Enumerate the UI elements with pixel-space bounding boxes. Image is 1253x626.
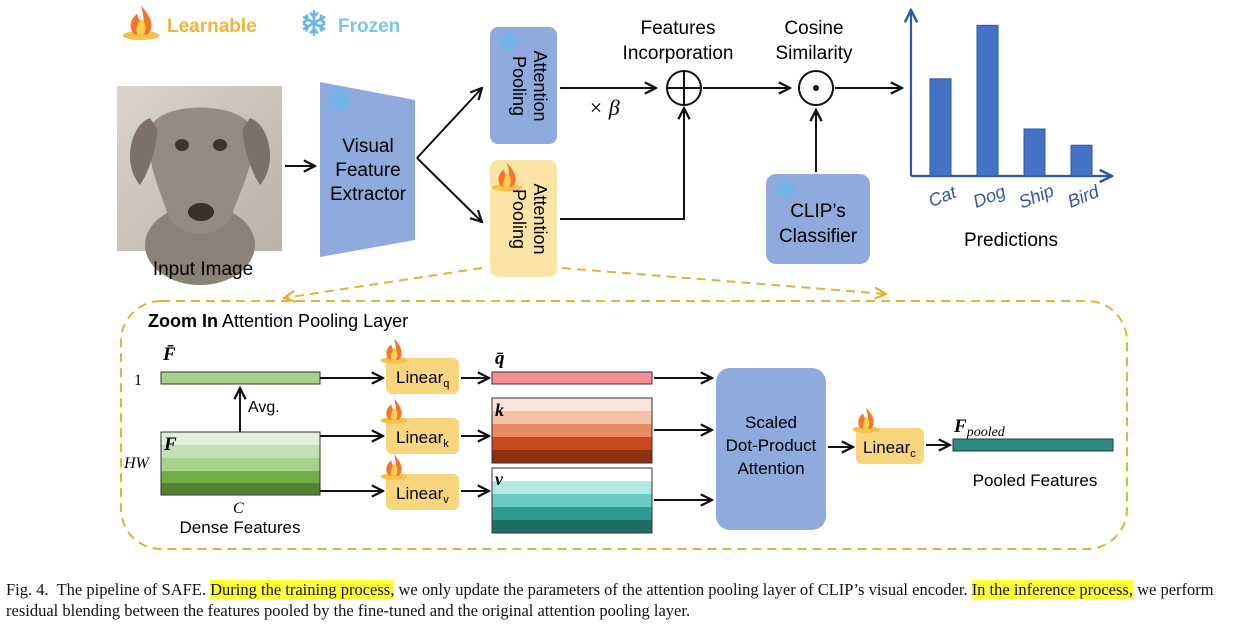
predictions-chart: Cat Dog Ship Bird	[911, 10, 1112, 212]
zoom-box	[120, 300, 1128, 550]
bar-bird	[1070, 144, 1093, 177]
learnable-pooling-label-2: Pooling	[509, 189, 529, 249]
sdpa-label-1: Scaled	[745, 413, 797, 432]
features-incorporation-label-1: Features	[641, 18, 716, 39]
qbar-label: q̄	[495, 348, 505, 369]
input-image-label: Input Image	[153, 259, 253, 280]
zoom-connector-left	[284, 267, 483, 298]
category-label-cat: Cat	[926, 182, 960, 211]
fbar-vector	[160, 371, 321, 385]
bar-cat	[929, 78, 952, 177]
legend-frozen: Frozen	[338, 16, 400, 37]
row-count-label: 1	[134, 372, 142, 389]
extractor-label-2: Feature	[335, 160, 400, 181]
learnable-pooling-label-1: Attention	[530, 183, 550, 254]
linear-c-box	[856, 428, 924, 464]
sdpa-label-3: Attention	[737, 459, 804, 478]
cosine-label-1: Cosine	[784, 18, 843, 39]
v-label: v	[495, 469, 504, 489]
linear-k-box	[386, 418, 459, 454]
snowflake-icon	[302, 10, 326, 36]
extractor-label-1: Visual	[342, 136, 393, 157]
category-label-dog: Dog	[970, 181, 1008, 212]
input-image	[117, 86, 282, 285]
frozen-pooling-label-2: Pooling	[509, 56, 529, 116]
clip-classifier-label-1: CLIP’s	[790, 201, 846, 222]
flame-icon	[380, 338, 408, 364]
cosine-label-2: Similarity	[775, 43, 853, 64]
predictions-title: Predictions	[964, 230, 1058, 251]
category-label-bird: Bird	[1065, 181, 1103, 212]
dense-features-label: Dense Features	[180, 518, 301, 537]
linear-k-label: Lineark	[396, 428, 449, 450]
f-label: F	[163, 434, 177, 455]
caption-highlight-1: During the training process,	[210, 580, 395, 599]
flame-icon	[380, 454, 408, 480]
frozen-attention-pooling	[490, 27, 557, 144]
caption-text-2: we only update the parameters of the att…	[394, 580, 972, 599]
arrow-learnable-to-plus	[560, 108, 684, 220]
features-incorporation-label-2: Incorporation	[623, 43, 734, 64]
c-label: C	[233, 500, 244, 517]
k-matrix	[491, 397, 653, 464]
zoom-connector-right	[561, 267, 886, 294]
arrow-to-frozen-pooling	[416, 88, 482, 159]
hw-label: HW	[123, 455, 151, 472]
caption-text-3: we perform residual blending between the…	[6, 580, 1214, 620]
v-matrix	[491, 467, 653, 534]
flame-icon	[122, 5, 160, 41]
beta-label: × β	[588, 95, 619, 120]
sdpa-label-2: Dot-Product	[726, 436, 817, 455]
linear-v-label: Linearv	[396, 484, 449, 506]
caption-highlight-2: In the inference process,	[971, 580, 1133, 599]
legend-learnable: Learnable	[167, 16, 257, 37]
scaled-dot-product-attention	[716, 368, 826, 530]
visual-feature-extractor	[320, 82, 415, 257]
pooled-features-label: Pooled Features	[973, 471, 1098, 490]
linear-c-label: Linearc	[863, 438, 916, 460]
clip-classifier-label-2: Classifier	[779, 226, 858, 247]
linear-v-box	[386, 474, 459, 510]
dense-features-matrix	[160, 431, 321, 496]
legend: Learnable Frozen	[122, 5, 400, 41]
figure-caption: Fig. 4. The pipeline of SAFE. During the…	[6, 579, 1246, 621]
flame-icon	[852, 407, 880, 433]
caption-prefix: Fig. 4.	[6, 580, 49, 599]
caption-text-1: The pipeline of SAFE.	[48, 580, 211, 599]
pipeline-diagram: Learnable Frozen Input Image Visual Feat…	[117, 5, 1128, 550]
avg-label: Avg.	[248, 399, 280, 416]
category-label-ship: Ship	[1016, 180, 1057, 212]
linear-q-label: Linearq	[396, 368, 449, 390]
extractor-label-3: Extractor	[330, 184, 407, 205]
arrow-to-learnable-pooling	[416, 157, 482, 222]
cosine-similarity-op	[798, 70, 834, 106]
flame-icon	[380, 398, 408, 424]
bar-dog	[976, 24, 999, 177]
fpooled-label: Fpooled	[953, 416, 1006, 440]
clip-classifier	[766, 174, 870, 264]
k-label: k	[495, 400, 504, 420]
q-vector	[491, 371, 653, 385]
bar-ship	[1023, 128, 1046, 177]
pooled-features-vector	[952, 438, 1114, 452]
frozen-pooling-label-1: Attention	[530, 50, 550, 121]
features-incorporation-op	[666, 70, 702, 106]
linear-q-box	[386, 358, 459, 394]
zoom-title: Zoom In Attention Pooling Layer	[148, 311, 408, 331]
fbar-label: F̄	[162, 344, 176, 365]
